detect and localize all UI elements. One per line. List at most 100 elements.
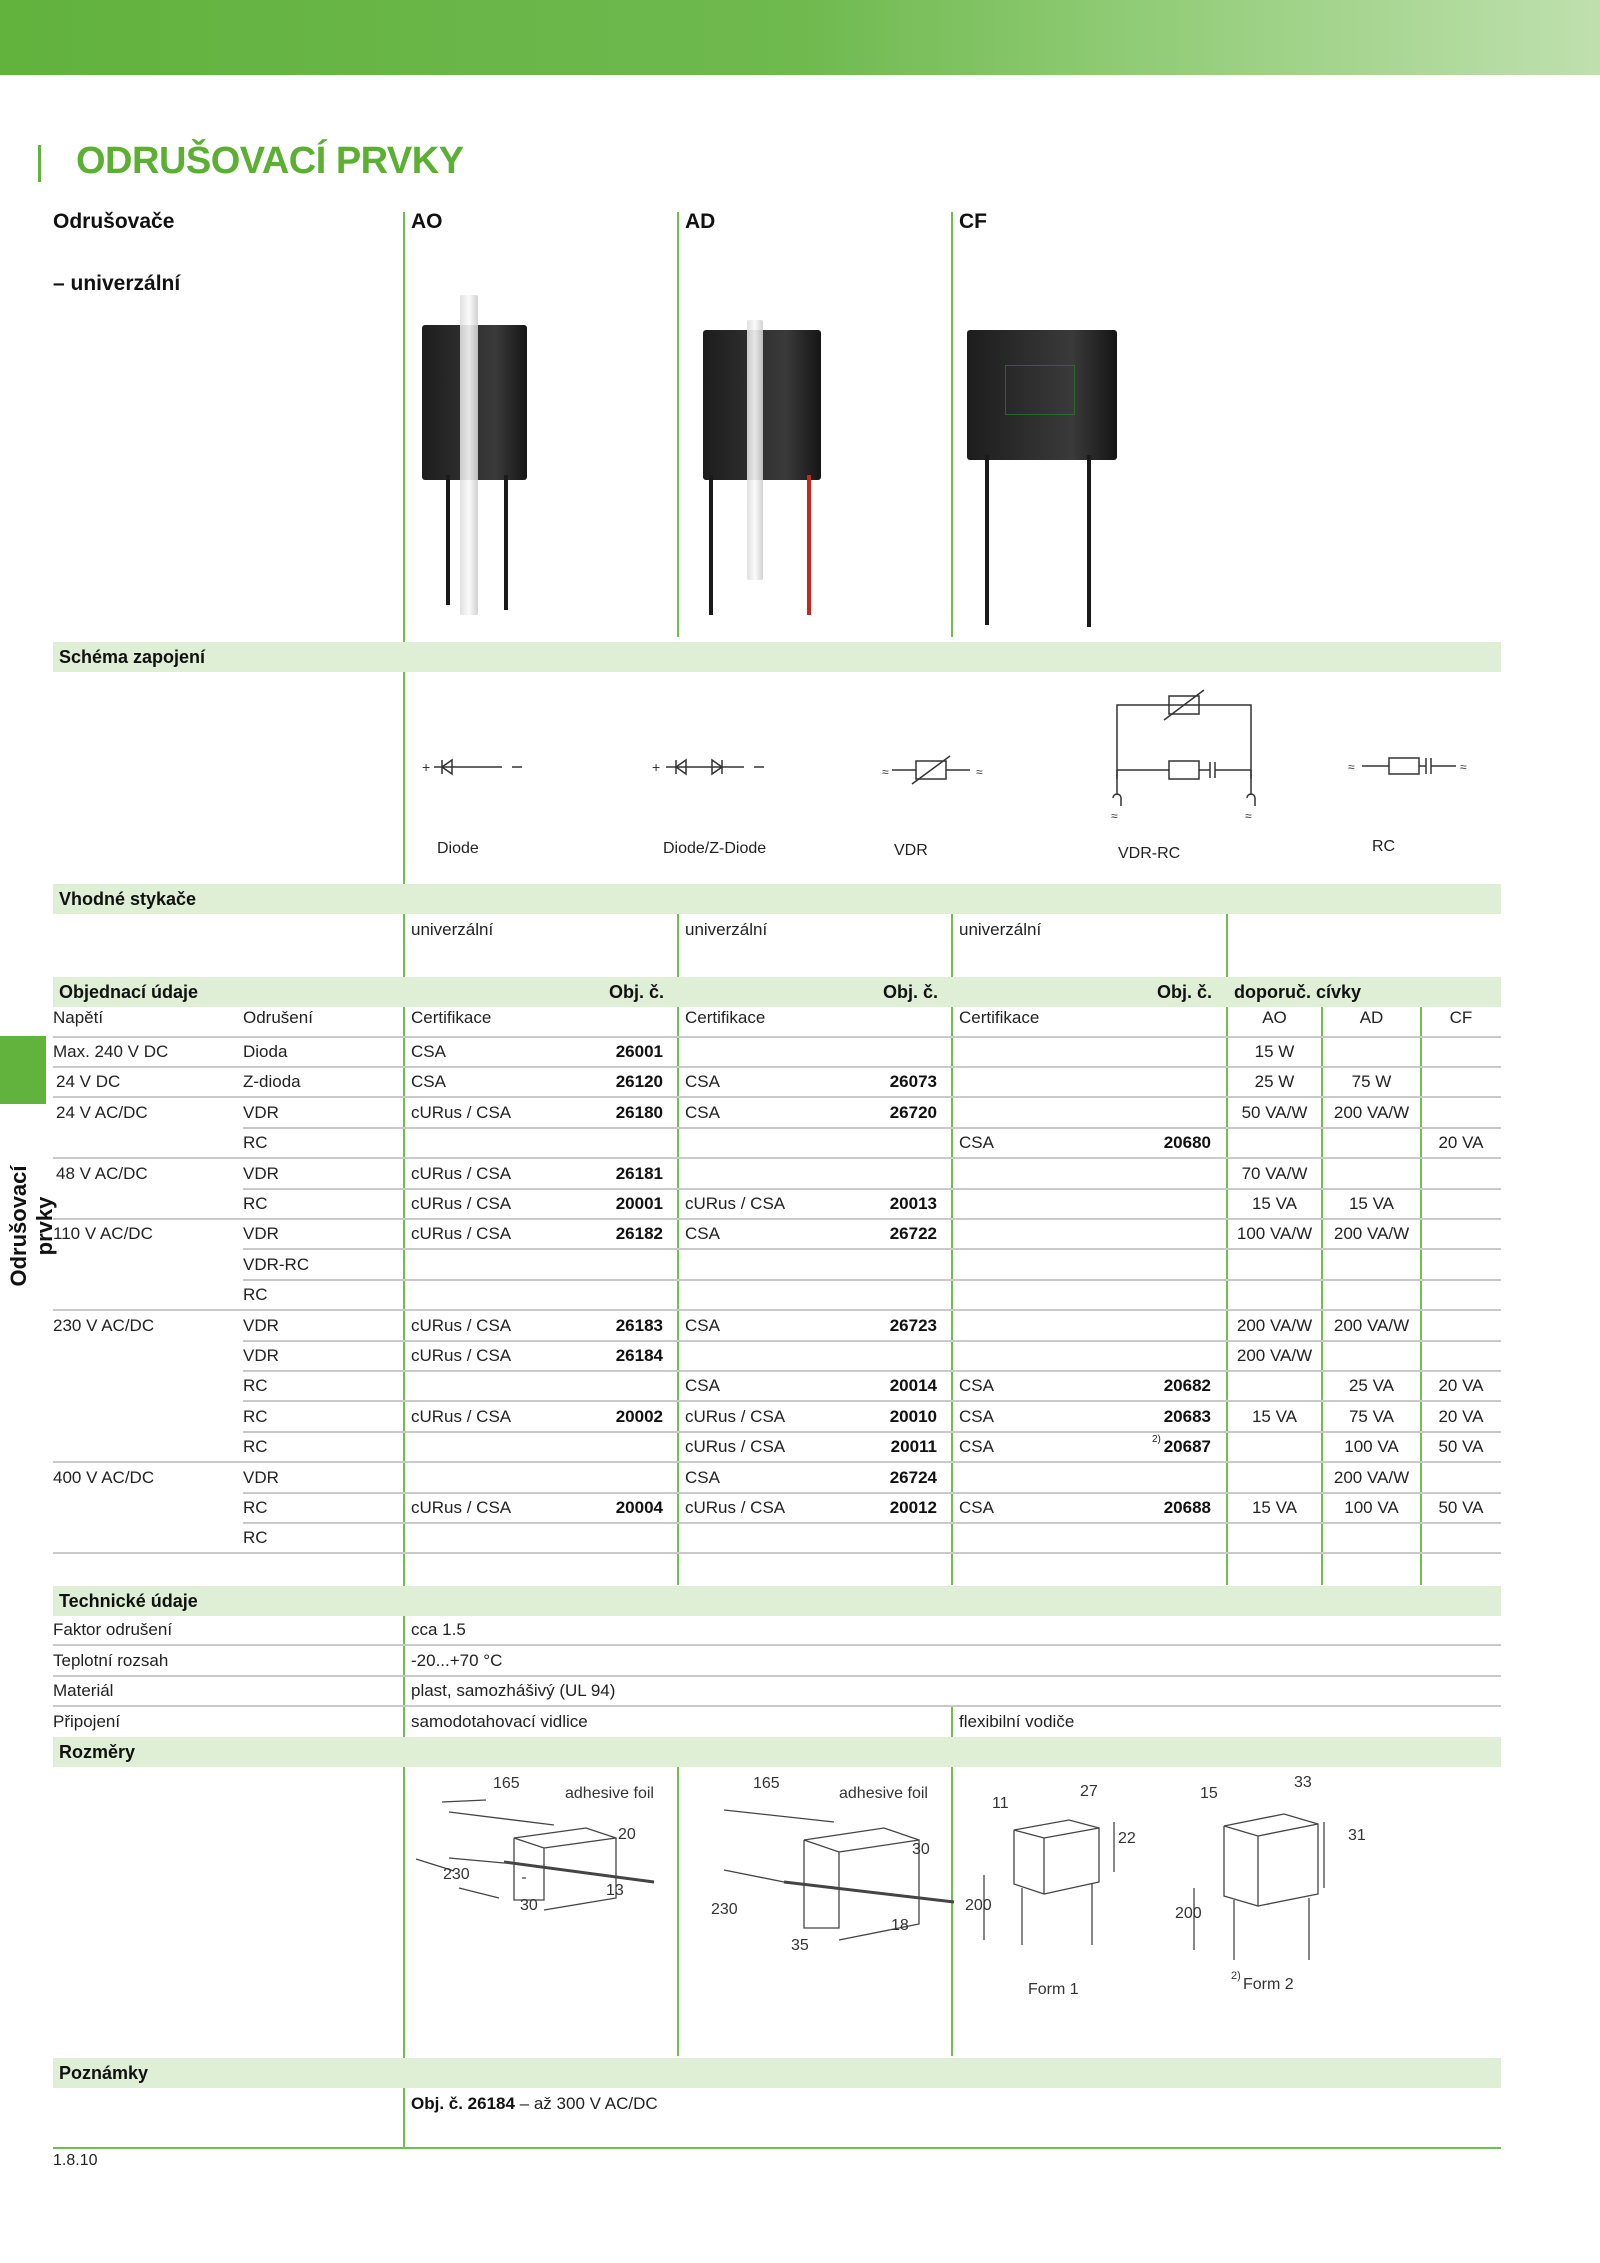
row-divider <box>53 1461 1501 1463</box>
column-divider <box>677 212 679 637</box>
row-divider <box>243 1340 1501 1342</box>
page-title: ODRUŠOVACÍ PRVKY <box>76 140 464 182</box>
order-number-ao: 20004 <box>615 1498 663 1517</box>
order-number-ad: 26724 <box>889 1468 937 1487</box>
svg-text:+: + <box>422 759 430 775</box>
voltage: 24 V DC <box>56 1072 121 1091</box>
row-divider <box>53 1552 1501 1554</box>
certification-ao: cURus / CSA <box>411 1407 512 1426</box>
row-divider <box>53 1096 1501 1098</box>
certification-ad: cURus / CSA <box>685 1437 786 1456</box>
diode-schematic: + <box>422 758 522 776</box>
column-ao: AO <box>411 210 443 233</box>
suppression-type: RC <box>243 1194 268 1213</box>
certification-ad: CSA <box>685 1103 720 1122</box>
coil-ad: 75 VA <box>1348 1407 1395 1426</box>
row-divider <box>53 1066 1501 1068</box>
certification-ao: cURus / CSA <box>411 1224 512 1243</box>
side-tab-marker <box>0 1036 46 1104</box>
svg-text:≈: ≈ <box>976 765 983 779</box>
dim-label: 30 <box>520 1897 538 1914</box>
note-text: – až 300 V AC/DC <box>514 2094 658 2113</box>
coil-ad: 15 VA <box>1348 1194 1395 1213</box>
certification-ao: CSA <box>411 1042 446 1061</box>
certification-cf: CSA <box>959 1376 994 1395</box>
coil-ao: 200 VA/W <box>1236 1316 1313 1335</box>
order-number-ao: 26120 <box>615 1072 663 1091</box>
section-title: Vhodné stykače <box>59 889 197 909</box>
order-number-ao: 20002 <box>615 1407 663 1426</box>
coil-cf: 50 VA <box>1438 1437 1484 1456</box>
footnote-marker: 2) <box>1231 1970 1241 1982</box>
coil-ad: 200 VA/W <box>1333 1224 1410 1243</box>
schematic-label: Diode <box>437 840 479 857</box>
tech-value-cf: flexibilní vodiče <box>959 1712 1075 1731</box>
suppression-type: VDR <box>243 1346 279 1365</box>
certification-cf: CSA <box>959 1498 994 1517</box>
header-odruseni: Odrušení <box>243 1008 313 1027</box>
order-number-ao: 26182 <box>615 1224 663 1243</box>
footnote-marker: 2) <box>1152 1434 1161 1445</box>
tech-value: -20...+70 °C <box>411 1651 503 1670</box>
row-divider <box>243 1400 1501 1402</box>
side-tab-label: Odrušovací prvky <box>6 1165 57 1287</box>
order-number-ao: 20001 <box>615 1194 663 1213</box>
contactor-ao: univerzální <box>411 920 494 939</box>
row-divider <box>243 1522 1501 1524</box>
suppression-type: VDR <box>243 1224 279 1243</box>
section-order: Objednací údaje Obj. č. Obj. č. Obj. č. … <box>53 977 1501 1007</box>
header-napeti: Napětí <box>53 1008 104 1027</box>
suppression-type: VDR <box>243 1103 279 1122</box>
order-number-ad: 20013 <box>889 1194 937 1213</box>
tech-label: Materiál <box>53 1681 114 1700</box>
order-number-ad: 20014 <box>889 1376 937 1395</box>
product-name: Odrušovače <box>53 210 175 233</box>
coil-label: doporuč. cívky <box>1234 982 1362 1002</box>
dim-label: 13 <box>606 1882 624 1899</box>
header-certification: Certifikace <box>685 1008 766 1027</box>
suppression-type: Dioda <box>243 1042 288 1061</box>
row-divider <box>243 1188 1501 1190</box>
schematic-label: VDR <box>894 842 928 859</box>
dim-label: 30 <box>912 1841 930 1858</box>
svg-text:≈: ≈ <box>1348 760 1355 774</box>
certification-ao: cURus / CSA <box>411 1103 512 1122</box>
svg-text:+: + <box>652 759 660 775</box>
suppression-type: Z-dioda <box>243 1072 301 1091</box>
dim-label: 230 <box>443 1866 470 1883</box>
dim-label: 15 <box>1200 1785 1218 1802</box>
dim-label: adhesive foil <box>839 1785 928 1802</box>
section-technical: Technické údaje <box>53 1586 1501 1616</box>
voltage: 24 V AC/DC <box>56 1103 148 1122</box>
column-divider <box>951 1766 953 2056</box>
row-divider <box>53 1309 1501 1311</box>
order-number-cf: 20683 <box>1163 1407 1211 1426</box>
certification-ao: cURus / CSA <box>411 1316 512 1335</box>
contactor-ad: univerzální <box>685 920 768 939</box>
schematic-label: Diode/Z-Diode <box>663 840 767 857</box>
coil-ao: 15 W <box>1254 1042 1295 1061</box>
order-number-ao: 26184 <box>615 1346 663 1365</box>
voltage: 230 V AC/DC <box>53 1316 155 1335</box>
dim-label: 165 <box>493 1775 520 1792</box>
dimension-drawings <box>415 1799 1325 1960</box>
header-bar <box>0 0 1600 75</box>
certification-ad: CSA <box>685 1468 720 1487</box>
coil-ad: 75 W <box>1351 1072 1392 1091</box>
section-notes: Poznámky <box>53 2058 1501 2088</box>
suppression-type: VDR <box>243 1164 279 1183</box>
dim-label: 20 <box>618 1826 636 1843</box>
suppression-type: RC <box>243 1285 268 1304</box>
wiring-schematics: + + ≈≈ ≈≈ ≈≈ <box>422 689 1467 823</box>
section-title: Schéma zapojení <box>59 647 206 667</box>
certification-ad: CSA <box>685 1316 720 1335</box>
column-divider <box>951 1707 953 1737</box>
column-divider <box>1321 1006 1323 1585</box>
dim-label: 18 <box>891 1917 909 1934</box>
row-divider <box>53 1705 1501 1707</box>
column-cf: CF <box>959 210 987 233</box>
order-number-cf: 20687 <box>1163 1437 1211 1456</box>
dim-label: 33 <box>1294 1774 1312 1791</box>
certification-ad: cURus / CSA <box>685 1194 786 1213</box>
certification-cf: CSA <box>959 1133 994 1152</box>
